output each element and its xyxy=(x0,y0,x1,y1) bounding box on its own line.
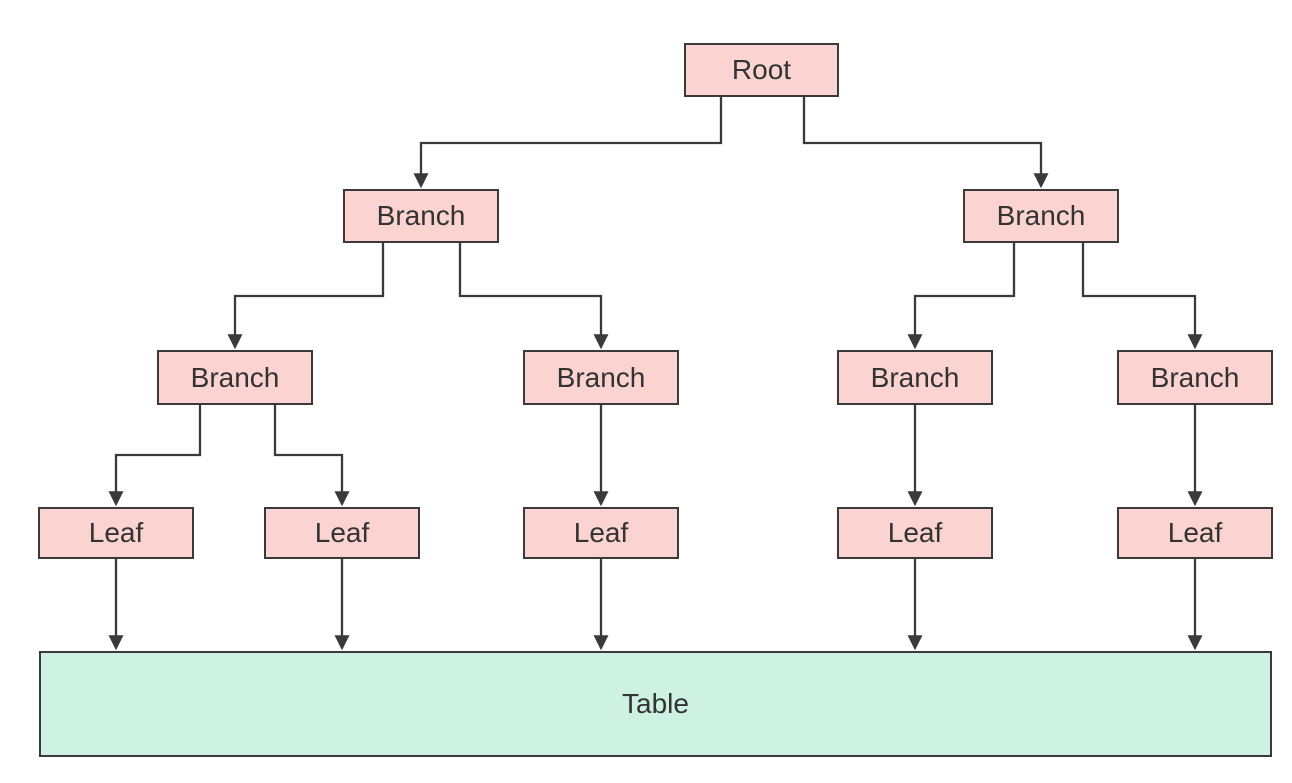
node-table-label: Table xyxy=(622,688,689,719)
node-branch-l3-4: Branch xyxy=(1117,350,1273,405)
node-leaf-label: Leaf xyxy=(314,517,370,548)
node-leaf-1: Leaf xyxy=(38,507,194,559)
node-branch-l2-right: Branch xyxy=(963,189,1119,243)
node-root-label: Root xyxy=(731,54,792,85)
edge-branch-l2-right-to-branch-l3-4 xyxy=(1081,243,1203,350)
node-branch-label: Branch xyxy=(870,361,960,393)
node-branch-l3-3: Branch xyxy=(837,350,993,405)
node-leaf-3: Leaf xyxy=(523,507,679,559)
node-branch-label: Branch xyxy=(1150,361,1240,393)
node-table: Table xyxy=(39,651,1272,757)
node-leaf-5: Leaf xyxy=(1117,507,1273,559)
node-branch-label: Branch xyxy=(996,200,1086,231)
edge-root-to-branch-l2-right xyxy=(802,97,1049,189)
node-leaf-2: Leaf xyxy=(264,507,420,559)
edge-root-to-branch-l2-left xyxy=(413,97,723,189)
node-branch-l3-2: Branch xyxy=(523,350,679,405)
edge-branch-l3-1-to-leaf-2 xyxy=(273,405,350,507)
node-root: Root xyxy=(684,43,839,97)
edge-branch-l2-left-to-branch-l3-2 xyxy=(458,243,609,350)
node-branch-label: Branch xyxy=(556,361,646,393)
node-leaf-4: Leaf xyxy=(837,507,993,559)
edge-branch-l2-left-to-branch-l3-1 xyxy=(227,243,385,350)
node-leaf-label: Leaf xyxy=(88,517,144,548)
node-leaf-label: Leaf xyxy=(573,517,629,548)
node-branch-l2-left: Branch xyxy=(343,189,499,243)
node-leaf-label: Leaf xyxy=(887,517,943,548)
node-branch-l3-1: Branch xyxy=(157,350,313,405)
node-branch-label: Branch xyxy=(190,361,280,393)
edge-branch-l3-1-to-leaf-1 xyxy=(108,405,202,507)
node-branch-label: Branch xyxy=(376,200,466,231)
edge-branch-l2-right-to-branch-l3-3 xyxy=(907,243,1016,350)
node-leaf-label: Leaf xyxy=(1167,517,1223,548)
